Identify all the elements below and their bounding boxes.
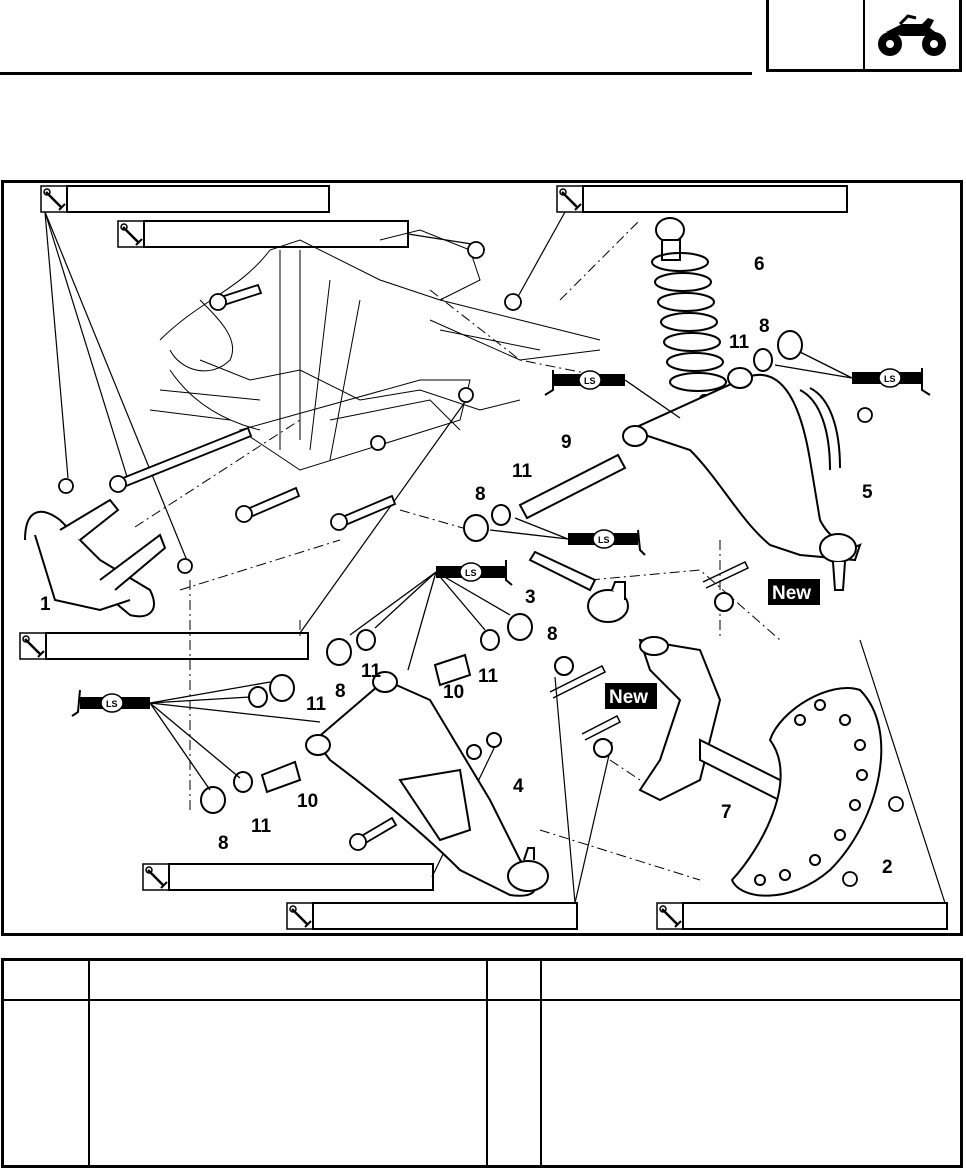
callout-4: 4 — [513, 776, 524, 797]
svg-text:New: New — [772, 583, 811, 604]
callout-8: 8 — [475, 484, 486, 505]
callout-11: 11 — [478, 666, 499, 687]
part-upper-arm — [622, 367, 862, 591]
callout-8: 8 — [759, 316, 770, 337]
svg-text:LS: LS — [584, 376, 596, 386]
part-bushings — [200, 330, 803, 814]
svg-text:LS: LS — [465, 568, 477, 578]
torque-label-box — [39, 184, 330, 214]
table-column-divider — [88, 961, 90, 1165]
torque-label-box — [141, 862, 434, 892]
cotter-pins — [549, 561, 750, 741]
header-section-box — [766, 0, 962, 72]
atv-icon — [863, 0, 959, 69]
callout-5: 5 — [862, 482, 873, 503]
ls-arrows — [149, 351, 853, 791]
callout-10: 10 — [443, 682, 464, 703]
chassis-frame — [149, 229, 601, 471]
callout-8: 8 — [335, 681, 346, 702]
torque-label-box — [18, 631, 309, 661]
part-brake-disc — [730, 687, 883, 897]
part-pivot-shaft-upper — [518, 453, 627, 520]
callout-9: 9 — [561, 432, 572, 453]
callout-11: 11 — [251, 816, 272, 837]
torque-label-box — [285, 901, 578, 931]
callout-11: 11 — [361, 661, 382, 682]
callout-8: 8 — [218, 833, 229, 854]
callout-11: 11 — [306, 694, 327, 715]
svg-text:LS: LS — [106, 699, 118, 709]
ls-grease-markers: LS LS LS LS LS — [71, 368, 931, 717]
part-tie-rod-end — [528, 550, 629, 623]
callout-2: 2 — [882, 857, 893, 878]
parts-table — [1, 958, 963, 1168]
table-column-divider — [540, 961, 542, 1165]
new-tag: New — [605, 683, 657, 709]
callout-8: 8 — [547, 624, 558, 645]
callout-6: 6 — [754, 254, 765, 275]
callout-11: 11 — [512, 461, 533, 482]
table-header-row — [4, 961, 960, 1001]
svg-text:LS: LS — [884, 374, 896, 384]
new-tag: New — [768, 579, 820, 605]
torque-label-box — [116, 219, 409, 249]
callout-1: 1 — [40, 594, 51, 615]
torque-label-box — [555, 184, 848, 214]
table-column-divider — [486, 961, 488, 1165]
callout-7: 7 — [721, 802, 732, 823]
exploded-diagram-frame — [1, 180, 963, 936]
brake-hose — [799, 387, 841, 471]
leader-lines — [44, 211, 946, 904]
assembly-lines — [134, 219, 781, 881]
torque-label-box — [655, 901, 948, 931]
header-rule — [0, 72, 752, 75]
callout-10: 10 — [297, 791, 318, 812]
part-front-guard — [24, 498, 167, 618]
svg-text:LS: LS — [598, 535, 610, 545]
callout-11: 11 — [729, 332, 750, 353]
part-lower-arm — [305, 671, 549, 897]
svg-text:New: New — [609, 687, 648, 708]
part-bolts — [58, 241, 904, 887]
callout-3: 3 — [525, 587, 536, 608]
